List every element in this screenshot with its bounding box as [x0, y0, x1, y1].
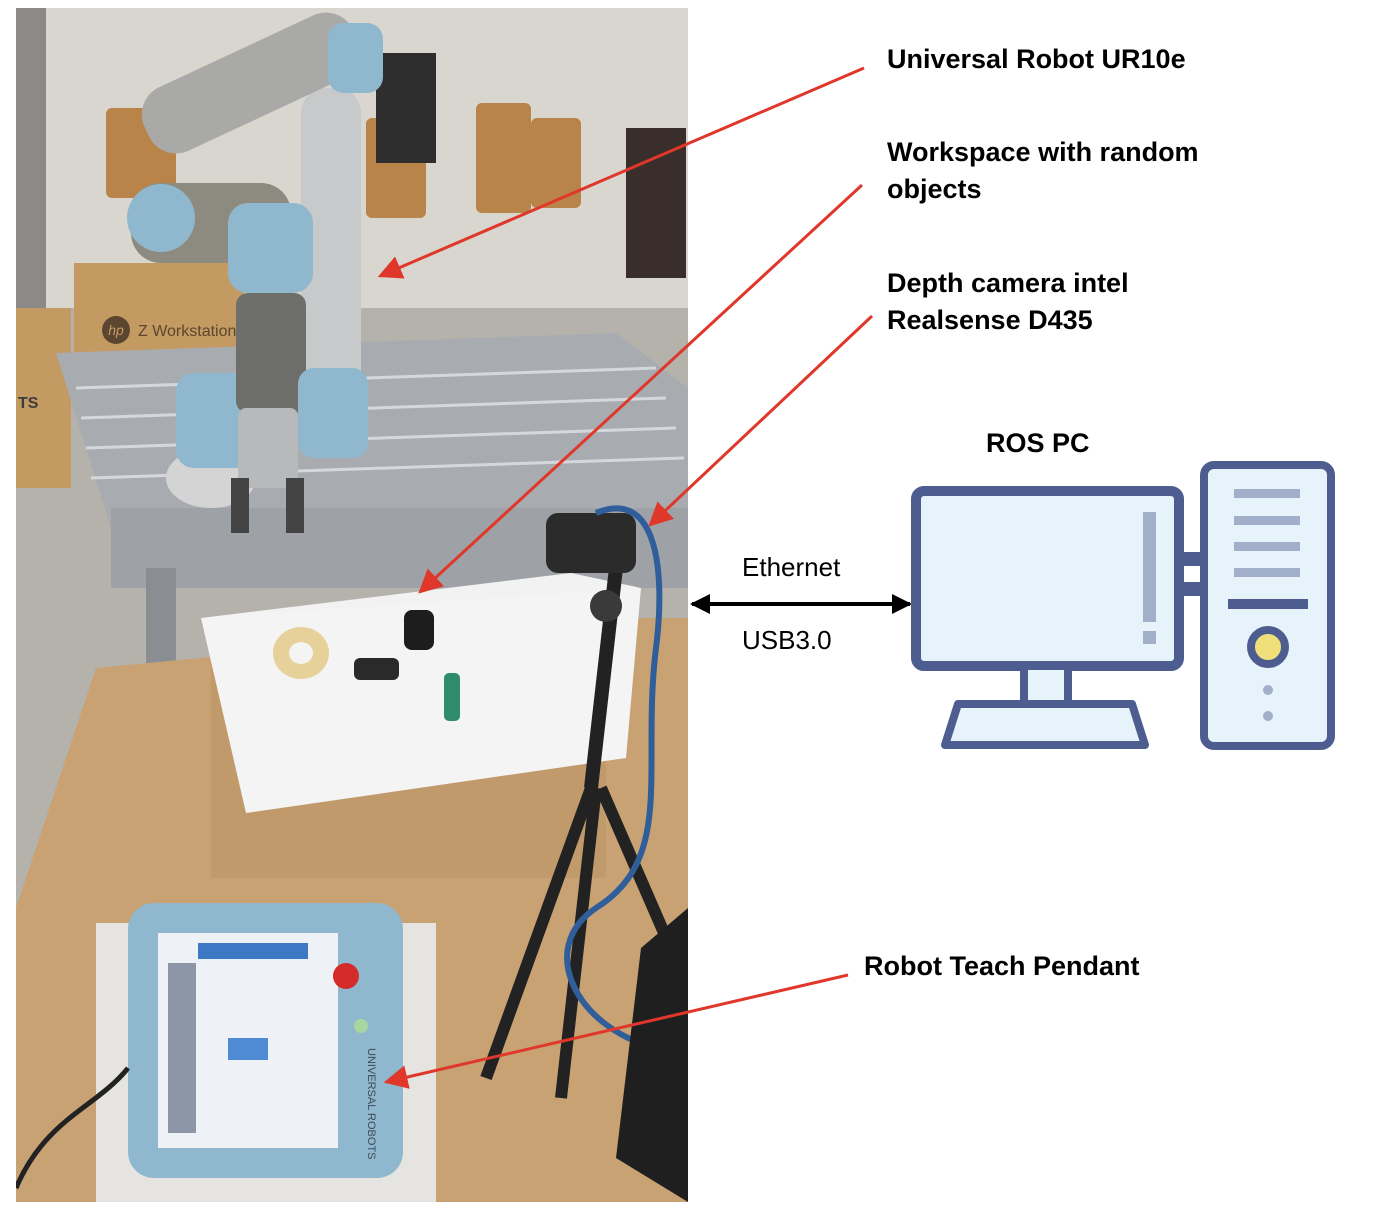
drive-bay-4 [1234, 568, 1300, 577]
workstation-box-label: Z Workstation [138, 323, 236, 340]
clamp-object [354, 658, 399, 680]
tower-led-2 [1263, 711, 1273, 721]
callout-arrow-camera [648, 314, 874, 527]
side-box-label: TS [18, 395, 39, 412]
tape-roll-hole [289, 642, 313, 664]
printer-background [376, 53, 436, 163]
robot-wrist-joint [228, 203, 313, 293]
pendant-screen-header [198, 943, 308, 959]
tower-divider [1228, 599, 1308, 609]
gripper-finger-right [286, 478, 304, 533]
monitor-base [941, 700, 1149, 749]
cable-link-lower [1180, 582, 1204, 596]
monitor-scrollbar [1143, 512, 1156, 622]
pendant-brand-label: UNIVERSAL ROBOTS [365, 1048, 377, 1159]
pendant-cable [16, 1066, 130, 1189]
monitor-screen [911, 486, 1184, 671]
usb-cable [564, 505, 663, 1051]
robot-lower-joint [298, 368, 368, 458]
dark-case [616, 908, 688, 1202]
monitor-stand [1020, 662, 1072, 708]
cabinet-background [626, 128, 686, 278]
emergency-stop-icon [333, 963, 359, 989]
pendant-screen-sidebar [168, 963, 196, 1133]
label-ros-pc: ROS PC [986, 428, 1090, 458]
label-workspace: Workspace with random objects [887, 137, 1199, 204]
drive-bay-3 [1234, 542, 1300, 551]
black-cylinder-object [404, 610, 434, 650]
robot-shoulder-joint [328, 23, 383, 93]
green-tube-object [444, 673, 460, 721]
label-depth-camera: Depth camera intel Realsense D435 [887, 268, 1129, 335]
workstation-box [74, 263, 244, 353]
label-teach-pendant: Robot Teach Pendant [864, 951, 1140, 981]
pendant-screen-button [228, 1038, 268, 1060]
ros-pc-computer-icon [911, 461, 1335, 750]
callout-arrow-pendant [383, 973, 849, 1089]
robot-elbow-joint [127, 184, 195, 252]
tripod-head [590, 590, 622, 622]
callout-arrow-workspace [418, 183, 864, 594]
label-usb: USB3.0 [742, 625, 832, 655]
hp-logo-icon [102, 316, 130, 344]
label-robot: Universal Robot UR10e [887, 44, 1186, 74]
robot-tool-flange [236, 293, 306, 413]
robot-upper-arm [301, 88, 361, 398]
realsense-camera [546, 513, 636, 573]
pendant-power-icon [354, 1019, 368, 1033]
gripper-body [238, 408, 298, 488]
cable-link-upper [1180, 552, 1204, 566]
lab-setup-photo: hp Z Workstation TS [16, 8, 688, 1202]
ur10e-robot-arm [127, 12, 383, 533]
robot-forearm [141, 12, 361, 154]
monitor-scroll-dot [1143, 631, 1156, 644]
power-button-icon [1247, 626, 1289, 668]
drive-bay-1 [1234, 489, 1300, 498]
wall-pillar [16, 8, 46, 308]
drive-bay-2 [1234, 516, 1300, 525]
gripper-finger-left [231, 478, 249, 533]
hp-logo-text: hp [108, 322, 124, 338]
callout-arrow-robot [377, 66, 865, 279]
tower-led-1 [1263, 685, 1273, 695]
label-ethernet: Ethernet [742, 552, 841, 582]
side-box [16, 308, 71, 488]
